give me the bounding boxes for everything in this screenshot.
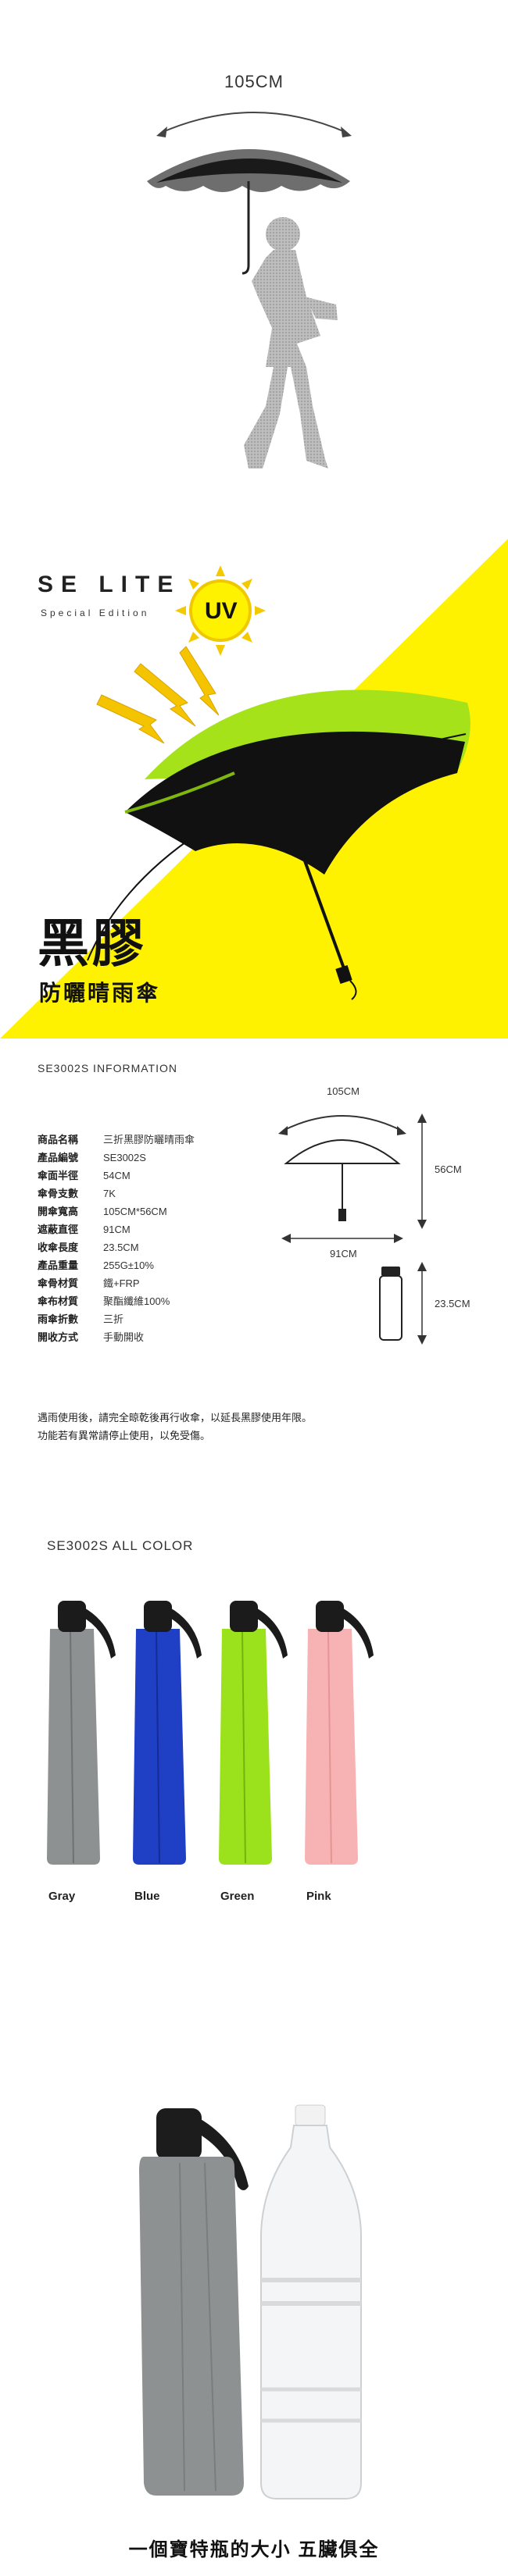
- diagram-diameter-label: 91CM: [330, 1248, 357, 1259]
- spec-value: 三折: [103, 1313, 124, 1325]
- spec-value: SE3002S: [103, 1152, 146, 1163]
- umbrella-gray: [47, 1601, 116, 1865]
- spec-row: 傘布材質 聚酯纖維100%: [38, 1292, 195, 1310]
- spec-key: 雨傘折數: [38, 1313, 79, 1325]
- umbrella-pink: [305, 1601, 374, 1865]
- walking-woman-illustration: [147, 112, 352, 469]
- bottle-illustration: [260, 2104, 362, 2499]
- info-section: SE3002S INFORMATION 商品名稱 三折黑膠防曬晴雨傘 產品編號 SE…: [0, 1062, 508, 1499]
- spec-row: 產品重量 255G±10%: [38, 1256, 195, 1274]
- spec-row: 傘骨材質 鐵+FRP: [38, 1274, 195, 1292]
- color-label-pink: Pink: [306, 1890, 331, 1903]
- care-note: 遇雨使用後，請完全晾乾後再行收傘，以延長黑膠使用年限。: [38, 1412, 313, 1423]
- spec-value: 255G±10%: [103, 1259, 154, 1271]
- edition-label: Special Edition: [41, 607, 150, 618]
- product-banner: SE LITE Special Edition UV 黑膠 防曬晴雨傘: [0, 539, 508, 1054]
- umbrella-handle: [156, 2108, 202, 2160]
- spec-key: 開傘寬高: [38, 1206, 79, 1217]
- color-label-green: Green: [220, 1890, 255, 1903]
- spec-row: 傘骨支數 7K: [38, 1185, 195, 1202]
- size-diagram: [278, 1113, 427, 1345]
- spec-row: 開收方式 手動開收: [38, 1328, 195, 1346]
- spec-value: 7K: [103, 1188, 116, 1199]
- spec-value: 手動開收: [103, 1331, 145, 1343]
- safety-note: 功能若有異常請停止使用，以免受傷。: [38, 1430, 211, 1441]
- diagram-closed-label: 23.5CM: [435, 1298, 470, 1309]
- brand-name: SE LITE: [38, 572, 181, 597]
- spec-value: 23.5CM: [103, 1242, 139, 1253]
- spec-row: 雨傘折數 三折: [38, 1310, 195, 1328]
- span-label: 105CM: [224, 72, 284, 91]
- spec-value: 三折黑膠防曬晴雨傘: [103, 1134, 195, 1145]
- spec-row: 傘面半徑 54CM: [38, 1167, 195, 1185]
- color-label-gray: Gray: [48, 1890, 76, 1903]
- headline: 黑膠: [38, 914, 147, 972]
- spec-key: 傘布材質: [38, 1295, 79, 1307]
- spec-key: 開收方式: [38, 1331, 79, 1343]
- umbrella-body: [139, 2157, 244, 2496]
- diagram-width-label: 105CM: [327, 1085, 360, 1097]
- umbrella-bottle-comparison: [139, 2104, 362, 2499]
- spec-value: 105CM*56CM: [103, 1206, 167, 1217]
- spec-row: 開傘寬高 105CM*56CM: [38, 1202, 195, 1220]
- spec-key: 商品名稱: [38, 1134, 79, 1145]
- color-umbrellas: [47, 1601, 374, 1865]
- umbrella-green: [219, 1601, 288, 1865]
- spec-key: 傘骨支數: [38, 1188, 79, 1199]
- banner-graphic: [0, 539, 508, 1039]
- spec-key: 傘面半徑: [38, 1170, 79, 1181]
- size-comparison-section: 一個寶特瓶的大小 五臟俱全: [0, 1952, 508, 2576]
- color-label-blue: Blue: [134, 1890, 160, 1903]
- spec-key: 遮蔽直徑: [38, 1224, 79, 1235]
- spec-value: 鐵+FRP: [103, 1277, 140, 1289]
- umbrella-blue: [133, 1601, 202, 1865]
- spec-key: 產品編號: [38, 1152, 79, 1163]
- spec-key: 收傘長度: [38, 1242, 79, 1253]
- subheadline: 防曬晴雨傘: [39, 981, 161, 1005]
- diagram-height-label: 56CM: [435, 1163, 462, 1175]
- colors-title: SE3002S ALL COLOR: [47, 1538, 194, 1553]
- colors-section: SE3002S ALL COLOR Gray Blue Green Pink: [0, 1515, 508, 1952]
- spec-row: 商品名稱 三折黑膠防曬晴雨傘: [38, 1131, 195, 1149]
- comparison-caption: 一個寶特瓶的大小 五臟俱全: [128, 2539, 380, 2560]
- hero-section: 105CM: [0, 0, 508, 500]
- spec-row: 收傘長度 23.5CM: [38, 1238, 195, 1256]
- spec-value: 54CM: [103, 1170, 131, 1181]
- spec-row: 遮蔽直徑 91CM: [38, 1220, 195, 1238]
- spec-key: 產品重量: [38, 1259, 79, 1271]
- spec-value: 聚酯纖維100%: [103, 1295, 170, 1307]
- spec-value: 91CM: [103, 1224, 131, 1235]
- spec-row: 產品編號 SE3002S: [38, 1149, 195, 1167]
- uv-badge: UV: [205, 598, 238, 624]
- spec-table: 商品名稱 三折黑膠防曬晴雨傘 產品編號 SE3002S 傘面半徑 54CM 傘骨支數 7…: [38, 1131, 195, 1346]
- info-title: SE3002S INFORMATION: [38, 1062, 178, 1074]
- spec-key: 傘骨材質: [38, 1277, 79, 1289]
